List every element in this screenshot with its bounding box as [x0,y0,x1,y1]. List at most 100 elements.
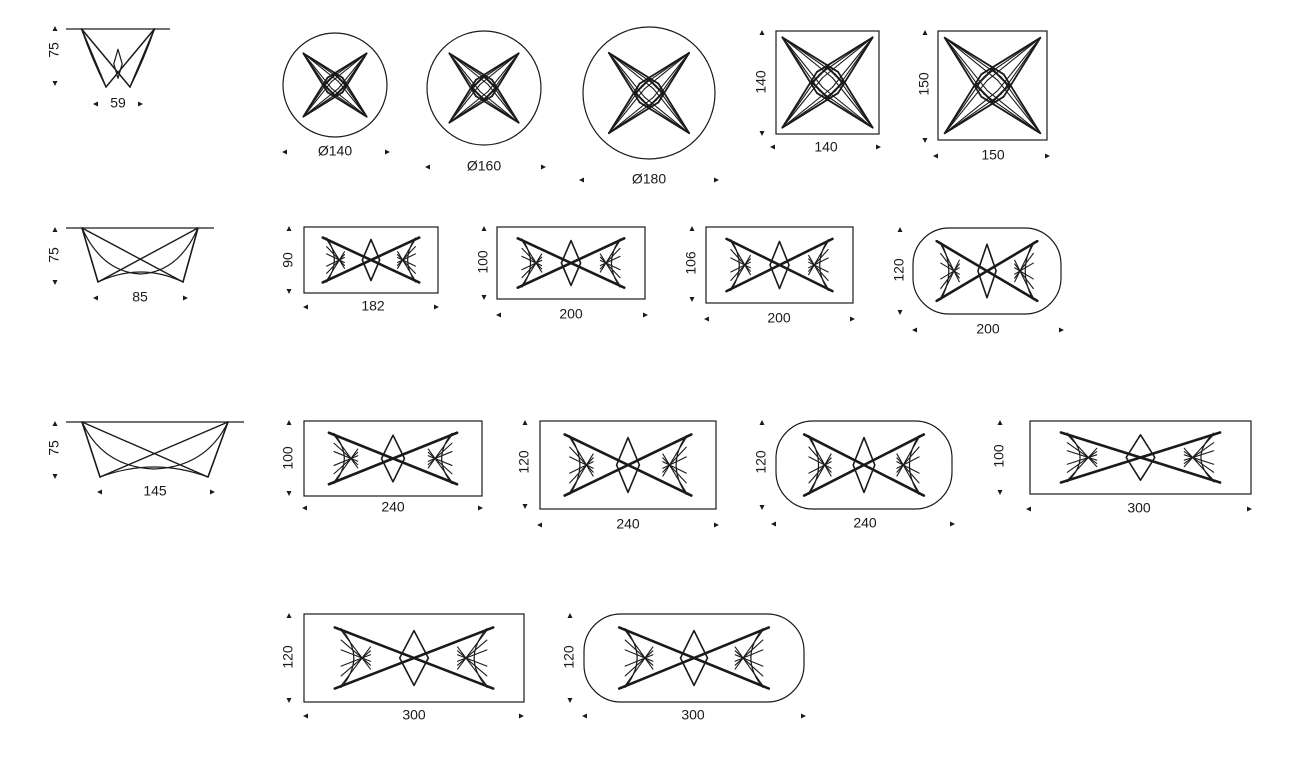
bowtie-base-curve [340,628,355,688]
square-top-width: 140 [814,139,838,155]
square-top-depth: 150 [916,72,932,96]
star-base-center [975,68,1010,103]
bowtie-base-leg [569,456,594,469]
star-base-leg [1002,73,1042,135]
bowtie-base-leg [662,457,687,484]
bowtie-base-leg [427,448,453,483]
bowtie-base-leg [396,253,416,263]
bowtie-base-leg [1183,447,1215,482]
bowtie-base-leg [896,456,920,469]
dimension-arrow-down [759,505,765,510]
round-table-top [282,32,388,138]
dimension-arrow-right [1059,327,1064,333]
dimension-arrow-up [689,226,695,231]
star-base-leg [944,90,999,134]
dimension-arrow-down [567,698,573,703]
side-view-drawing [66,227,214,283]
side-view-leg [81,421,209,478]
dimension-arrow-right [1247,506,1252,512]
square-table-top [775,30,880,135]
bowtie-base-leg [896,453,920,494]
rect-table-top [303,613,525,703]
rect-top-width: 200 [767,310,791,326]
star-base-leg [986,37,1041,81]
bowtie-base-leg [457,629,488,670]
bowtie-base-leg [896,436,920,477]
rect-top-width: 200 [976,321,1000,337]
bowtie-base-leg [730,254,751,290]
bowtie-base-top-view [1059,431,1222,484]
bowtie-base-leg [457,650,488,677]
bowtie-base-leg [340,629,371,670]
dimension-arrow-left [537,522,542,528]
star-base-leg [326,52,368,79]
bowtie-base-leg [599,256,621,279]
bowtie-base-main-beam [563,433,693,497]
star-base-center [471,75,497,101]
star-base-leg [816,92,874,129]
bowtie-base-curve [624,628,638,688]
star-base-leg [781,36,833,79]
bowtie-base-leg [396,254,416,274]
dimension-arrow-left [303,304,308,310]
bowtie-base-leg [734,629,764,670]
bowtie-base-leg [808,258,829,282]
bowtie-base-leg [521,256,543,279]
bowtie-base-leg [396,238,416,269]
star-base-leg [1002,36,1042,98]
star-base-leg [816,36,874,73]
bowtie-base-leg [333,434,359,469]
bowtie-base-leg [896,457,920,484]
star-base-leg [644,52,690,90]
bowtie-base-leg [427,455,453,466]
bowtie-base-main-beam [327,431,459,486]
side-view-width: 85 [132,289,148,305]
bowtie-base-leg [808,446,832,473]
bowtie-base-top-view [327,431,459,486]
bowtie-base-leg [599,259,621,271]
star-base-leg [943,95,1005,135]
bowtie-base-leg [396,257,416,267]
star-base-center [634,78,664,108]
rect-top-width: 200 [559,306,583,322]
bowtie-base-leg [808,254,829,290]
bowtie-base-top-view [516,237,626,289]
bowtie-base-top-view [617,626,771,690]
round-table-top [582,26,716,160]
bowtie-base-leg [340,650,371,677]
bowtie-base-leg [427,451,453,462]
side-view-center [113,48,123,79]
bowtie-base-leg [326,257,346,267]
star-base-leg [831,77,874,129]
dimension-arrow-left [912,327,917,333]
side-view-leg [97,227,199,283]
bowtie-base-curve [441,432,453,485]
star-base-leg [980,95,1042,135]
dimension-arrow-left [1026,506,1031,512]
bowtie-base-main-beam [321,236,421,284]
bowtie-base-leg [569,461,594,474]
bowtie-base-curve [675,435,687,495]
dimension-arrow-left [933,153,938,159]
dimension-arrow-right [385,149,390,155]
star-base-leg [944,37,988,92]
rect-top-depth: 100 [475,250,491,274]
bowtie-base-curve [730,239,740,291]
star-base-leg [657,82,691,135]
rect-top-depth: 120 [891,258,907,282]
star-base-leg [781,92,839,129]
bowtie-base-leg [1014,259,1034,299]
square-top-depth: 140 [753,70,769,94]
bowtie-base-leg [896,461,920,474]
bowtie-base-leg [730,257,751,269]
dimension-arrow-right [643,312,648,318]
rect-top-width: 240 [616,516,640,532]
bowtie-base-leg [340,649,371,662]
star-base-leg [822,36,874,79]
bowtie-base-leg [396,246,416,266]
star-base-leg [657,51,691,104]
bowtie-base-leg [521,253,543,287]
star-base-leg [944,79,988,134]
side-view-leg-curve [99,466,209,478]
bowtie-base-leg [1014,263,1034,290]
